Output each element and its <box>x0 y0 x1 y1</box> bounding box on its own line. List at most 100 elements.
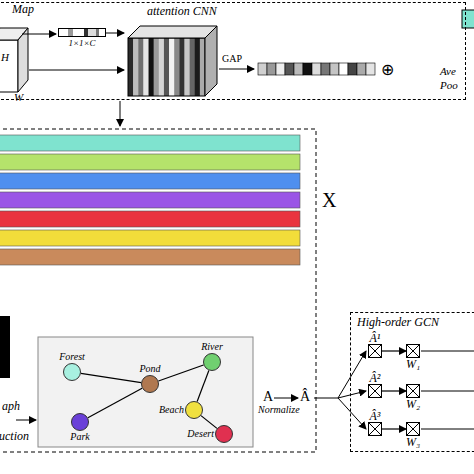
vector-cell <box>357 63 366 75</box>
feature-cube-front <box>0 40 18 92</box>
output-vector <box>462 10 474 28</box>
class-feature-bar <box>0 249 300 265</box>
node-label: Desert <box>187 429 214 439</box>
matmul-op: W₁ <box>406 344 420 358</box>
node-label: Pond <box>139 364 160 374</box>
output-wire <box>421 429 474 430</box>
flow-arrow <box>382 350 406 351</box>
graph-node: Forest <box>63 363 81 381</box>
attention-slice <box>164 38 169 96</box>
channel-vector: 1×1×C <box>58 28 106 50</box>
annotation-label: ⊕ <box>381 62 394 78</box>
class-feature-bar <box>0 211 300 227</box>
branch-wire <box>338 398 366 429</box>
node-label: W₃ <box>406 436 420 448</box>
node-label: 1×1×C <box>68 39 95 48</box>
vector-cell <box>330 63 339 75</box>
branch-wire <box>338 391 366 398</box>
flow-arrow <box>22 34 56 35</box>
graph-node: Pond <box>141 375 159 393</box>
attention-slice <box>195 38 200 96</box>
node-label: W₁ <box>406 358 420 370</box>
vector-cell <box>366 63 375 75</box>
class-feature-bar <box>0 173 300 189</box>
times-cross <box>407 423 419 435</box>
times-symbol <box>369 385 381 397</box>
node-label: Forest <box>59 352 85 362</box>
vector-cell <box>258 63 267 75</box>
graph-panel <box>38 337 253 447</box>
class-feature-bar <box>0 192 300 208</box>
attention-slice <box>154 38 159 96</box>
matmul-op: Â² <box>368 384 382 398</box>
graph-node: Desert <box>215 425 233 443</box>
stack-outline <box>128 38 205 96</box>
node-label: Â² <box>370 372 381 384</box>
stack-top <box>128 26 217 38</box>
node-label: River <box>201 342 223 352</box>
attention-slice <box>128 38 133 96</box>
vector-cell <box>339 63 348 75</box>
stack-side <box>205 26 217 96</box>
graph-node: Park <box>71 413 89 431</box>
vector-cell <box>294 63 303 75</box>
times-cross <box>369 385 381 397</box>
attention-slice <box>159 38 164 96</box>
feature-bars <box>0 135 300 265</box>
times-cross <box>369 423 381 435</box>
vector-cell <box>348 63 357 75</box>
branch-wire <box>314 398 338 399</box>
annotation-label: Â <box>300 390 310 404</box>
times-symbol <box>369 423 381 435</box>
graph-edge <box>88 388 142 417</box>
annotation-label: aph <box>2 400 20 412</box>
attention-slice <box>174 38 179 96</box>
graph-edge <box>201 416 217 429</box>
annotation-label: X <box>322 190 336 210</box>
flow-arrow <box>16 420 36 421</box>
output-wire <box>421 391 474 392</box>
flow-arrow <box>382 390 406 391</box>
graph-node: River <box>203 353 221 371</box>
dashed-module: High-order GCNÂ¹W₁Â²W₂Â³W₃ <box>350 312 474 452</box>
attention-slice <box>133 38 138 96</box>
node-label: attention CNN <box>147 5 217 17</box>
annotation-label: uction <box>0 430 29 442</box>
attention-slice <box>184 38 189 96</box>
pooled-vector <box>258 63 375 75</box>
vector-cell <box>321 63 330 75</box>
class-feature-bar <box>0 230 300 246</box>
graph-node: Beach <box>185 401 203 419</box>
node-label: Â¹ <box>370 332 381 344</box>
times-cross <box>407 385 419 397</box>
feature-cube-side <box>18 28 28 92</box>
attention-slice <box>190 38 195 96</box>
attention-slice <box>179 38 184 96</box>
class-feature-bar <box>0 154 300 170</box>
attention-slice <box>149 38 154 96</box>
matmul-op: Â¹ <box>368 344 382 358</box>
graph-edge <box>158 365 203 381</box>
annotation-label: H <box>1 52 9 63</box>
annotation-label: Ave <box>440 66 456 77</box>
dashed-frame <box>0 129 316 452</box>
node-label: Park <box>70 432 89 442</box>
graph-edge <box>81 373 141 382</box>
graph-edge <box>197 370 209 401</box>
flow-arrow <box>29 70 124 71</box>
annotation-label: A <box>263 390 273 404</box>
node-label: Beach <box>159 405 184 415</box>
dashed-module: attention CNN 1×1×C <box>0 2 466 100</box>
node-label: High-order GCN <box>357 316 439 328</box>
normalize-arrow <box>274 398 298 399</box>
vector-cell <box>267 63 276 75</box>
annotation-label: W <box>14 92 23 103</box>
attention-slice <box>138 38 143 96</box>
times-symbol <box>369 345 381 357</box>
attention-slice <box>169 38 174 96</box>
annotation-label: Map <box>12 3 34 15</box>
times-symbol <box>407 423 419 435</box>
flow-arrow <box>120 101 121 126</box>
vector-cell <box>303 63 312 75</box>
